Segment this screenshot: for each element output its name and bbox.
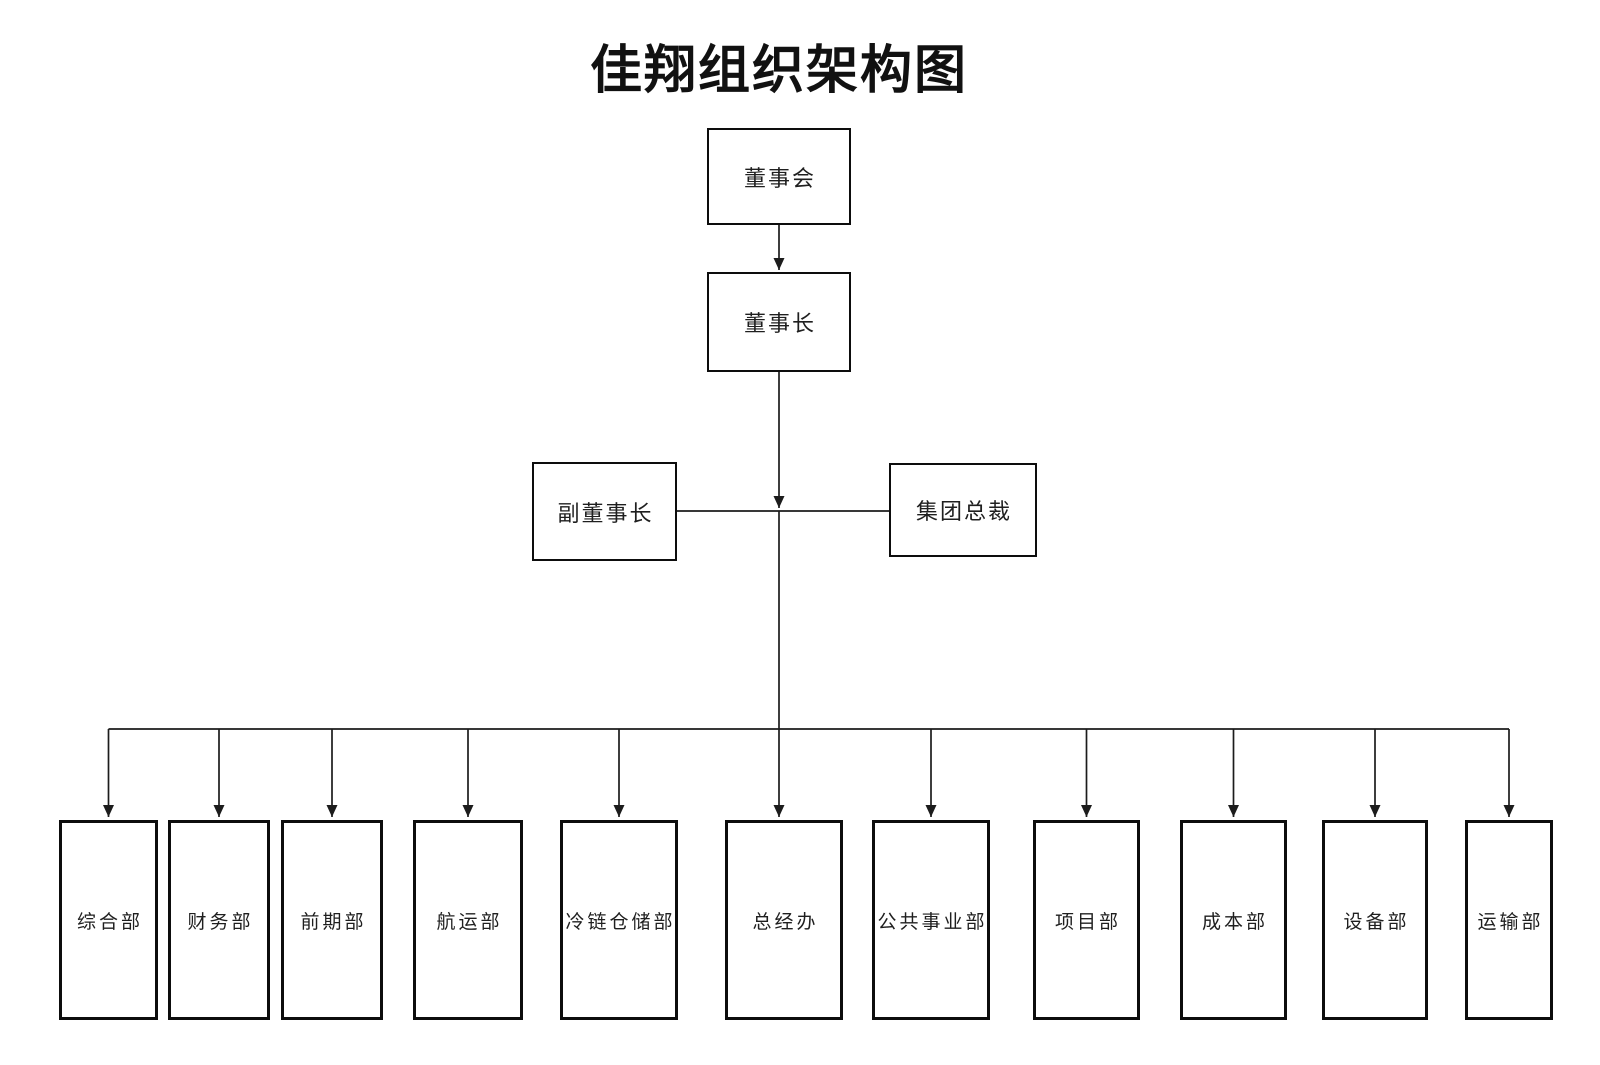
dept-label: 设备部	[1343, 910, 1410, 933]
dept-label: 公共事业部	[877, 910, 988, 933]
dept-box-public-utilities: 公共事业部	[872, 820, 990, 1020]
dept-label: 运输部	[1477, 910, 1544, 933]
dept-box-preliminary: 前期部	[281, 820, 383, 1020]
dept-box-shipping: 航运部	[413, 820, 523, 1020]
board-label: 董事会	[743, 166, 816, 192]
vice-chairman-box: 副董事长	[532, 462, 677, 561]
dept-label: 总经办	[752, 910, 819, 933]
dept-label: 综合部	[76, 910, 143, 933]
dept-box-cold-chain-warehouse: 冷链仓储部	[560, 820, 678, 1020]
dept-box-transport: 运输部	[1465, 820, 1553, 1020]
group-president-label: 集团总裁	[915, 500, 1012, 525]
dept-box-cost: 成本部	[1180, 820, 1287, 1020]
dept-label: 项目部	[1054, 910, 1121, 933]
dept-label: 成本部	[1201, 910, 1268, 933]
dept-label: 前期部	[300, 910, 367, 933]
dept-box-project: 项目部	[1033, 820, 1140, 1020]
dept-label: 冷链仓储部	[565, 910, 676, 933]
chart-title: 佳翔组织架构图	[589, 40, 969, 101]
dept-label: 财务部	[187, 910, 254, 933]
dept-box-finance: 财务部	[168, 820, 270, 1020]
vice-chairman-label: 副董事长	[557, 501, 654, 527]
group-president-box: 集团总裁	[889, 463, 1037, 557]
board-box: 董事会	[707, 128, 851, 225]
dept-box-general: 综合部	[59, 820, 158, 1020]
chairman-box: 董事长	[707, 272, 851, 372]
dept-box-gm-office: 总经办	[725, 820, 843, 1020]
dept-label: 航运部	[436, 910, 503, 933]
dept-box-equipment: 设备部	[1322, 820, 1428, 1020]
chairman-label: 董事长	[743, 312, 816, 337]
